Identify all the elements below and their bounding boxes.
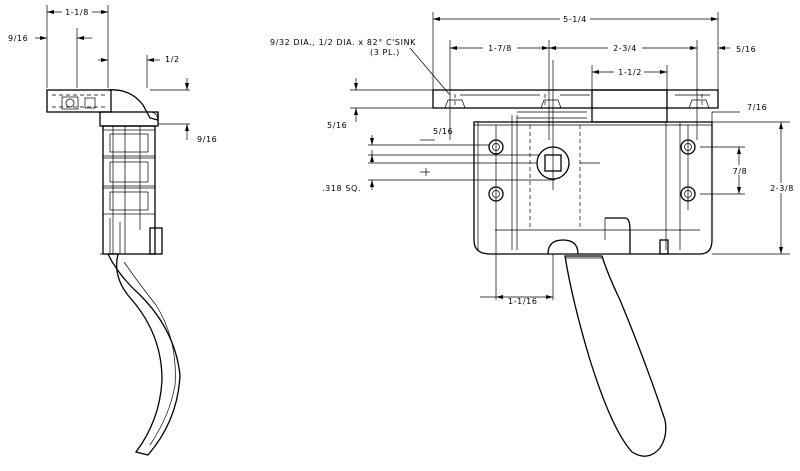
dim-overall-width: 5-1/4 [563,15,587,24]
dim-hole-spacing-left: 1-7/8 [488,44,512,53]
dim-side-hook-offset: 1/2 [165,55,180,64]
dim-bottom-offset: 1-1/16 [508,297,538,306]
dim-body-height: 2-3/8 [770,184,794,193]
dim-plate-thickness: 5/16 [327,121,347,130]
dim-side-plate-offset: 9/16 [197,135,217,144]
callout-line-1: 9/32 DIA., 1/2 DIA. x 82° C'SINK [270,38,416,47]
dim-right-vertical: 7/8 [733,167,748,176]
dim-side-width-top: 1-1/8 [65,8,89,17]
dim-square-hole: .318 SQ. [322,184,361,193]
dim-hole-spacing-main: 2-3/4 [613,44,637,53]
dim-side-left-offset: 9/16 [8,34,28,43]
dim-center-block: 1-1/2 [618,68,642,77]
dim-right-edge: 5/16 [736,45,756,54]
callout-line-2: (3 PL.) [370,48,400,57]
side-view: 1-1/8 9/16 1/2 9/16 [8,5,217,456]
front-view: 5-1/4 1-7/8 2-3/4 5/16 1-1/2 9/32 DIA., … [270,12,795,457]
dim-hole-offset: 5/16 [433,127,453,136]
dim-right-top: 7/16 [747,103,767,112]
